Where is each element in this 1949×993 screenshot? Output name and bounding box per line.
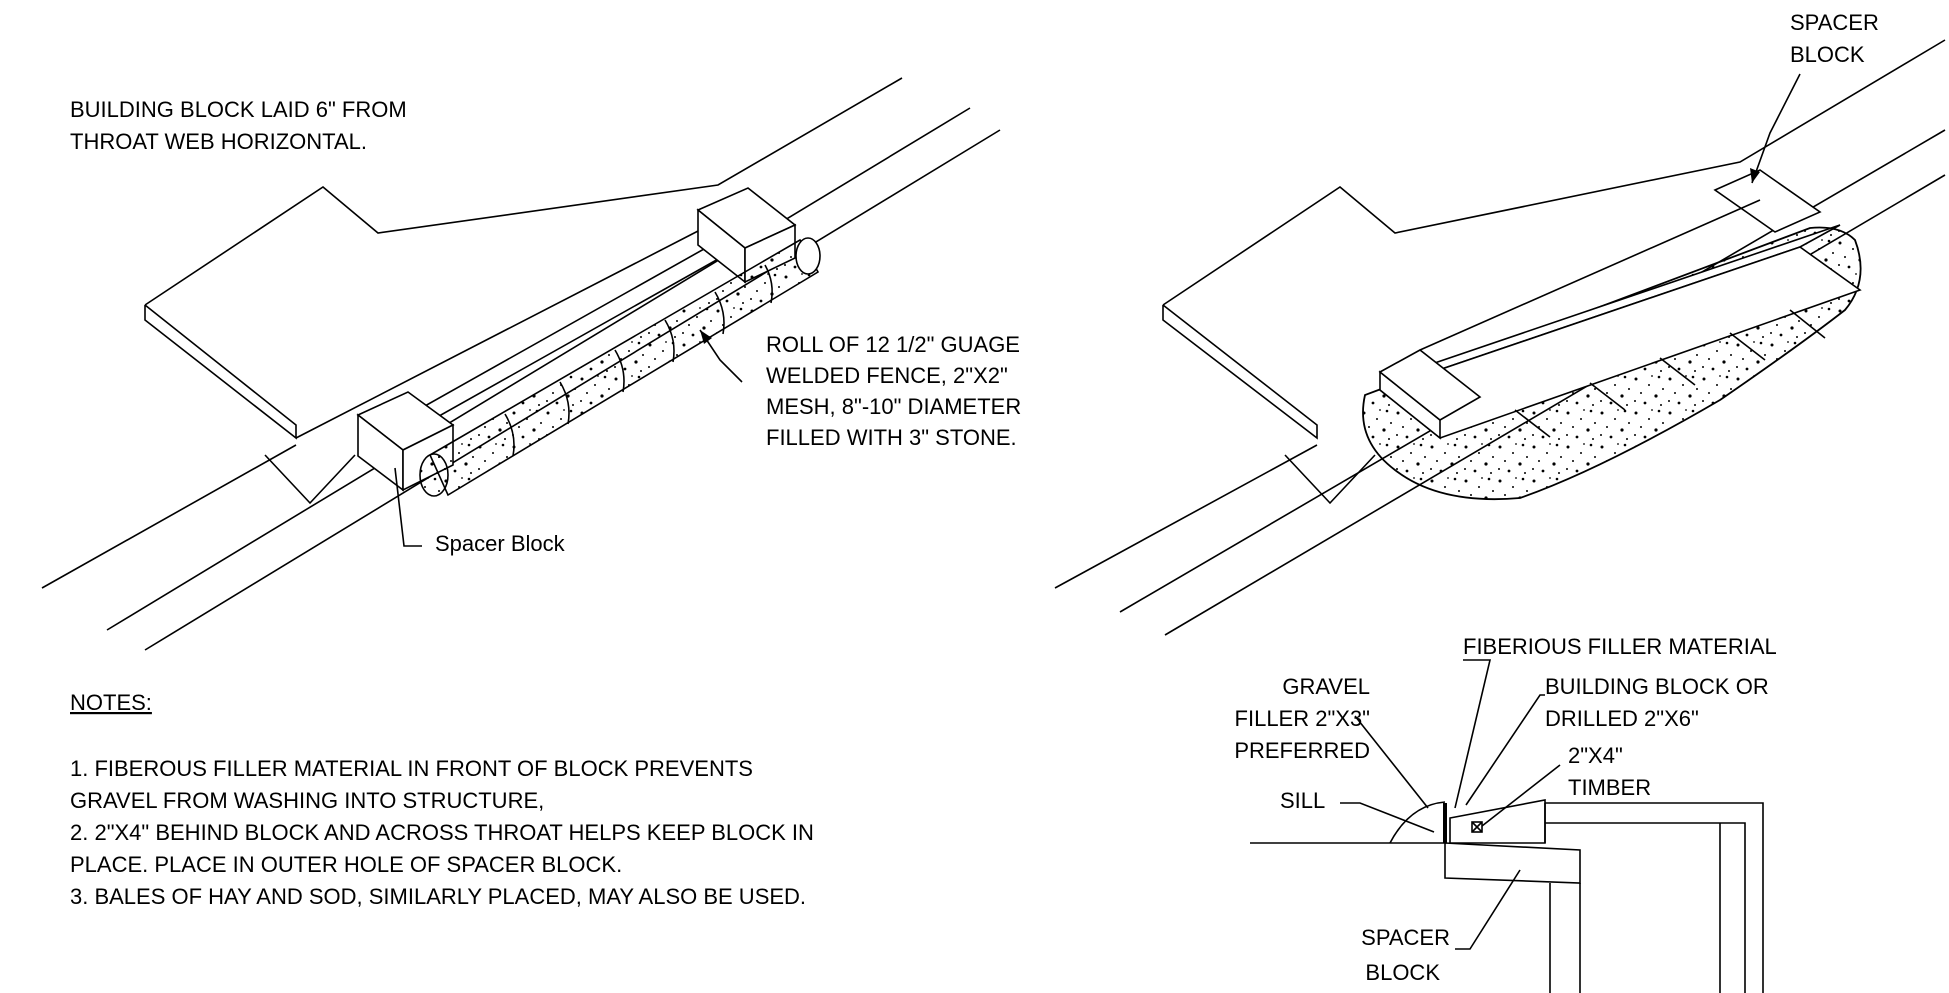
right-throat-line <box>1419 199 1761 351</box>
spacer-block-label: Spacer Block <box>435 531 566 556</box>
left-curb-top <box>144 77 903 306</box>
left-curb-face <box>144 304 297 440</box>
block-label-line-1: BUILDING BLOCK OR <box>1545 674 1769 699</box>
right-drop-inlet <box>1284 454 1376 505</box>
left-drop-inlet <box>264 454 356 505</box>
roll-label-line-3: MESH, 8"-10" DIAMETER <box>766 394 1021 419</box>
right-isometric-view <box>1054 39 1946 636</box>
left-throat-back <box>295 229 701 439</box>
note-line-5: 3. BALES OF HAY AND SOD, SIMILARLY PLACE… <box>70 884 806 909</box>
sill-label: SILL <box>1280 788 1325 813</box>
block-row <box>1378 169 1862 440</box>
gravel-filler-mound <box>1389 801 1446 844</box>
section-spacer-leader <box>1455 869 1521 950</box>
heading-line-2: THROAT WEB HORIZONTAL. <box>70 129 367 154</box>
note-line-3: 2. 2"X4" BEHIND BLOCK AND ACROSS THROAT … <box>70 820 814 845</box>
notes-title: NOTES: <box>70 690 152 715</box>
near-spacer-block <box>356 391 455 492</box>
gravel-label-line-1: GRAVEL <box>1282 674 1370 699</box>
gravel-label-line-3: PREFERRED <box>1234 738 1370 763</box>
heading-line-1: BUILDING BLOCK LAID 6" FROM <box>70 97 407 122</box>
gravel-label-line-2: FILLER 2"X3" <box>1235 706 1370 731</box>
spacer-leader <box>394 467 422 547</box>
right-spacer-leader <box>1751 73 1801 184</box>
roll-label-line-2: WELDED FENCE, 2"X2" <box>766 363 1008 388</box>
spacer-block-section <box>1444 842 1581 884</box>
note-line-2: GRAVEL FROM WASHING INTO STRUCTURE, <box>70 788 544 813</box>
section-spacer-label-line-2: BLOCK <box>1365 960 1440 985</box>
wire-mesh-roll <box>419 237 821 497</box>
roll-label-line-4: FILLED WITH 3" STONE. <box>766 425 1017 450</box>
left-isometric-view <box>41 77 1001 651</box>
left-gutter-line-1 <box>41 444 297 589</box>
timber-label-line-1: 2"X4" <box>1568 743 1623 768</box>
structure-wall <box>1545 802 1764 993</box>
gravel-leader <box>1354 715 1429 809</box>
roll-label-line-1: ROLL OF 12 1/2" GUAGE <box>766 332 1020 357</box>
note-line-1: 1. FIBEROUS FILLER MATERIAL IN FRONT OF … <box>70 756 753 781</box>
right-gutter-line-1 <box>1054 444 1318 589</box>
right-spacer-label-line-1: SPACER <box>1790 10 1879 35</box>
building-block <box>1449 799 1546 844</box>
fiber-leader <box>1454 659 1492 809</box>
block-leader <box>1465 694 1545 806</box>
right-spacer-label-line-2: BLOCK <box>1790 42 1865 67</box>
sill-leader <box>1340 802 1435 833</box>
timber-label-line-2: TIMBER <box>1568 775 1651 800</box>
section-detail <box>1250 659 1764 993</box>
left-throat-line-2 <box>399 257 721 439</box>
left-gutter-line-2 <box>106 107 971 631</box>
left-throat-line <box>399 239 721 421</box>
timber-leader <box>1481 764 1561 827</box>
note-line-4: PLACE. PLACE IN OUTER HOLE OF SPACER BLO… <box>70 852 622 877</box>
block-label-line-2: DRILLED 2"X6" <box>1545 706 1699 731</box>
right-curb-top <box>1162 39 1946 306</box>
section-spacer-label-line-1: SPACER <box>1361 925 1450 950</box>
right-curb-face <box>1162 304 1318 440</box>
fiber-label: FIBERIOUS FILLER MATERIAL <box>1463 634 1777 659</box>
